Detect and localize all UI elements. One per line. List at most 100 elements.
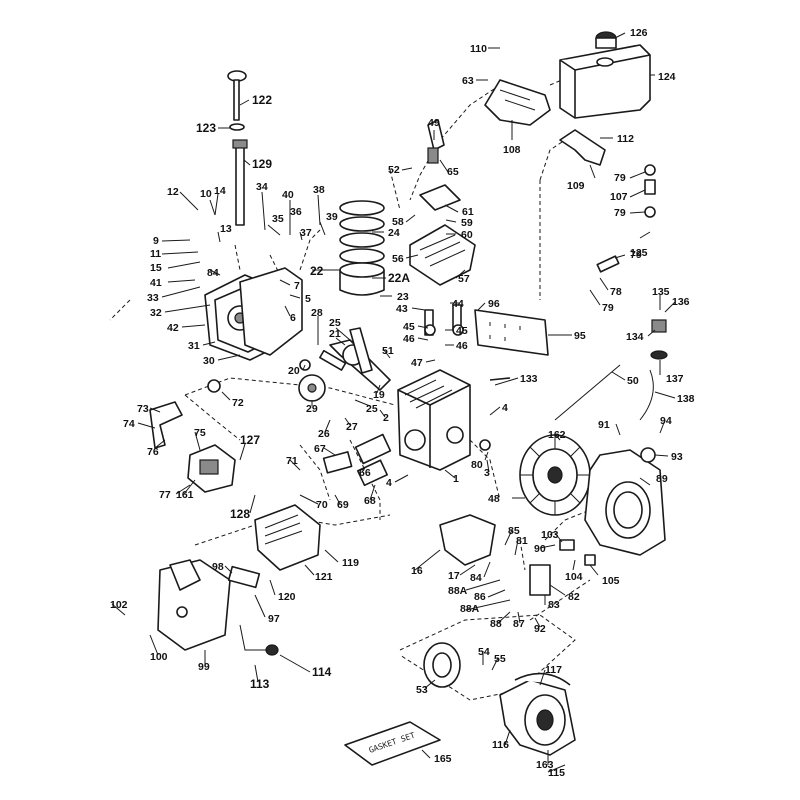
label-116: 116 xyxy=(492,739,509,751)
label-33: 33 xyxy=(147,292,159,304)
label-78: 78 xyxy=(610,286,622,298)
label-45-a: 45 xyxy=(403,321,415,333)
label-119: 119 xyxy=(342,557,359,569)
part-number-labels: 110 126 63 124 122 123 49 112 108 129 52… xyxy=(110,27,695,779)
label-162: 162 xyxy=(548,429,566,441)
label-22: 22 xyxy=(310,264,324,278)
fuel-tank xyxy=(559,31,651,119)
label-86: 86 xyxy=(474,591,486,603)
camshaft-gear xyxy=(298,374,326,402)
label-9: 9 xyxy=(153,235,159,247)
label-22A: 22A xyxy=(388,271,410,285)
label-109: 109 xyxy=(567,180,585,192)
label-85: 85 xyxy=(508,525,520,537)
engine-shroud xyxy=(157,559,231,651)
label-25-a: 25 xyxy=(329,317,341,329)
label-46-a: 46 xyxy=(403,333,415,345)
label-75: 75 xyxy=(194,427,206,439)
label-102: 102 xyxy=(110,599,128,611)
label-4-b: 4 xyxy=(386,477,392,489)
label-79-c: 79 xyxy=(630,249,642,261)
label-93: 93 xyxy=(671,451,683,463)
label-20: 20 xyxy=(288,365,300,377)
label-134: 134 xyxy=(626,331,644,343)
label-161: 161 xyxy=(176,489,194,501)
label-112: 112 xyxy=(617,133,634,145)
label-5: 5 xyxy=(305,293,311,305)
label-129: 129 xyxy=(252,157,272,171)
label-21: 21 xyxy=(329,328,341,340)
label-76: 76 xyxy=(147,446,159,458)
label-74: 74 xyxy=(123,418,135,430)
label-92: 92 xyxy=(534,623,546,635)
label-65: 65 xyxy=(447,166,459,178)
label-120: 120 xyxy=(278,591,296,603)
label-36: 36 xyxy=(290,206,302,218)
label-54: 54 xyxy=(478,646,490,658)
label-124: 124 xyxy=(658,71,676,83)
label-96: 96 xyxy=(488,298,500,310)
label-30: 30 xyxy=(203,355,215,367)
label-79-d: 79 xyxy=(602,302,614,314)
label-45-b: 45 xyxy=(456,325,468,337)
gasket-set-packet: GASKET SET xyxy=(344,721,441,766)
label-81: 81 xyxy=(516,535,528,547)
leader-lines xyxy=(111,32,676,773)
label-89: 89 xyxy=(656,473,668,485)
label-98: 98 xyxy=(212,561,224,573)
label-127: 127 xyxy=(240,433,260,447)
label-17: 17 xyxy=(448,570,460,582)
label-73: 73 xyxy=(137,403,149,415)
label-136: 136 xyxy=(672,296,690,308)
label-63: 63 xyxy=(462,75,474,87)
label-100: 100 xyxy=(150,651,168,663)
label-42: 42 xyxy=(167,322,179,334)
label-97: 97 xyxy=(268,613,280,625)
label-50: 50 xyxy=(627,375,639,387)
label-39: 39 xyxy=(326,211,338,223)
label-114: 114 xyxy=(312,665,332,679)
carburetor xyxy=(149,401,236,493)
label-87: 87 xyxy=(513,618,525,630)
label-91: 91 xyxy=(598,419,610,431)
label-107: 107 xyxy=(610,191,628,203)
control-rod xyxy=(239,624,268,651)
label-34: 34 xyxy=(256,181,268,193)
label-72: 72 xyxy=(232,397,244,409)
label-165: 165 xyxy=(434,753,452,765)
label-121: 121 xyxy=(315,571,333,583)
label-94: 94 xyxy=(660,415,672,427)
intake-gaskets xyxy=(322,433,392,487)
label-57: 57 xyxy=(458,273,470,285)
cover-plate xyxy=(227,565,261,589)
label-26: 26 xyxy=(318,428,330,440)
throttle-link xyxy=(639,369,654,421)
label-99: 99 xyxy=(198,661,210,673)
label-35: 35 xyxy=(272,213,284,225)
label-46-b: 46 xyxy=(456,340,468,352)
label-56: 56 xyxy=(392,253,404,265)
label-84-b: 84 xyxy=(470,572,482,584)
label-68: 68 xyxy=(364,495,376,507)
label-88A-a: 88A xyxy=(448,585,468,597)
support-bracket xyxy=(559,129,606,166)
label-49: 49 xyxy=(428,117,440,129)
label-123: 123 xyxy=(196,121,216,135)
label-90: 90 xyxy=(534,543,546,555)
label-47: 47 xyxy=(411,357,423,369)
cylinder-head xyxy=(409,184,476,286)
tank-bracket xyxy=(484,79,551,126)
label-108: 108 xyxy=(503,144,521,156)
starter-cup xyxy=(423,642,461,688)
label-37: 37 xyxy=(300,227,312,239)
label-6: 6 xyxy=(290,312,296,324)
label-117: 117 xyxy=(545,664,562,676)
label-105: 105 xyxy=(602,575,620,587)
piston-rings xyxy=(339,200,385,296)
breather-tube xyxy=(227,70,248,226)
baffle-plate xyxy=(439,514,496,566)
label-29: 29 xyxy=(306,403,318,415)
label-122: 122 xyxy=(252,93,272,107)
label-27: 27 xyxy=(346,421,358,433)
